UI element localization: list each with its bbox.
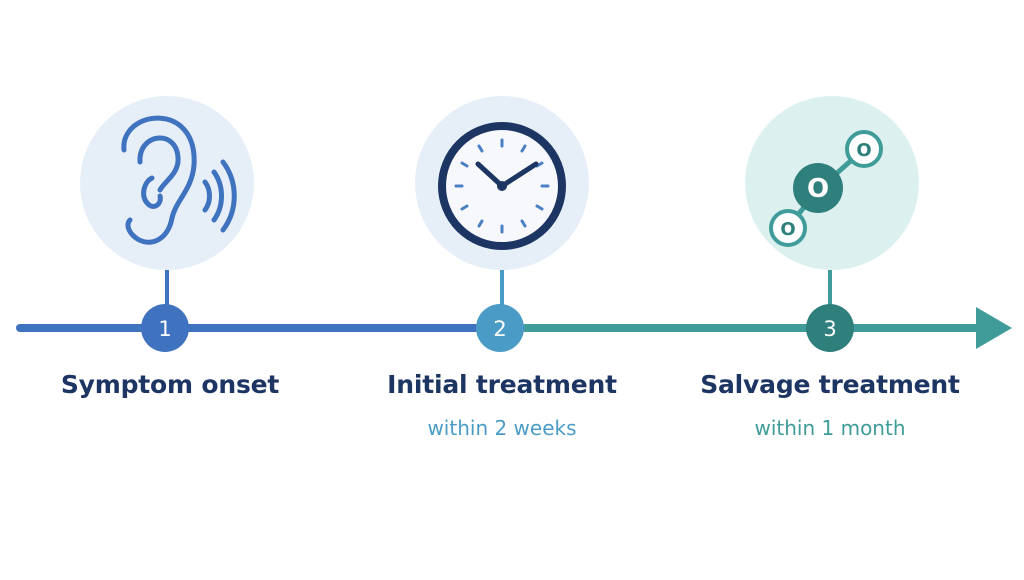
molecule-label-bottom: O (780, 219, 795, 240)
step-subtitle-3: within 1 month (754, 416, 906, 440)
step-number-1: 1 (158, 317, 171, 341)
step-title-3: Salvage treatment (700, 370, 960, 399)
step-number-2: 2 (493, 317, 506, 341)
step-marker-2 (476, 304, 524, 352)
step-3: O O O 3 (745, 96, 919, 352)
step-number-3: 3 (823, 317, 836, 341)
step-title-1: Symptom onset (60, 370, 280, 399)
molecule-atom-top (845, 130, 883, 168)
step-marker-1 (141, 304, 189, 352)
step-1: 1 (80, 96, 254, 352)
clock-icon (438, 122, 566, 250)
ear-icon (121, 115, 237, 245)
step-2: 2 (415, 96, 589, 352)
molecule-atom-bottom (769, 209, 807, 247)
timeline-axis (16, 307, 1012, 349)
oxygen-molecule-icon: O O O (769, 130, 883, 247)
step-marker-3 (806, 304, 854, 352)
step-subtitle-2: within 2 weeks (427, 416, 577, 440)
timeline-arrowhead (976, 307, 1012, 349)
step-title-2: Initial treatment (387, 370, 617, 399)
molecule-label-center: O (807, 174, 829, 204)
molecule-atom-center (793, 163, 843, 213)
molecule-label-top: O (856, 140, 871, 161)
